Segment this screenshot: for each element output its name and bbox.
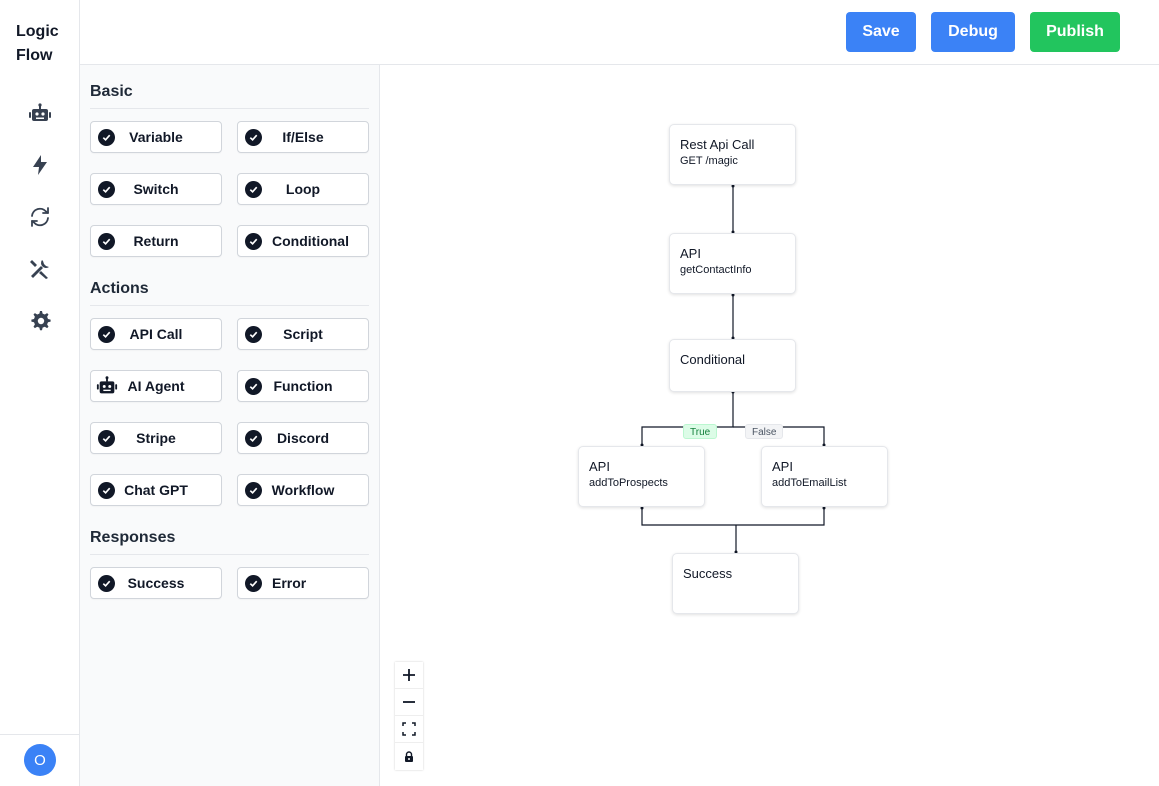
- palette-item-variable[interactable]: Variable: [90, 121, 222, 153]
- palette-item-label: Script: [283, 326, 323, 342]
- node-title: Conditional: [680, 352, 746, 367]
- check-circle-icon: [245, 430, 262, 447]
- node-subtitle: getContactInfo: [680, 264, 752, 276]
- left-rail: Logic Flow O: [0, 0, 80, 786]
- tools-icon[interactable]: [26, 255, 54, 283]
- edge-label-false: False: [745, 424, 784, 439]
- flow-node-success[interactable]: Success: [672, 553, 799, 614]
- check-circle-icon: [245, 482, 262, 499]
- palette-item-label: If/Else: [282, 129, 324, 145]
- palette-item-chat-gpt[interactable]: Chat GPT: [90, 474, 222, 506]
- node-title: API: [589, 459, 610, 474]
- debug-button[interactable]: Debug: [931, 12, 1015, 52]
- palette-item-switch[interactable]: Switch: [90, 173, 222, 205]
- palette-item-return[interactable]: Return: [90, 225, 222, 257]
- flow-canvas[interactable]: True False Rest Api Call GET /magic API …: [381, 66, 1159, 786]
- flow-node-add-to-prospects[interactable]: API addToProspects: [578, 446, 705, 507]
- palette-item-label: Discord: [276, 430, 330, 446]
- palette-item-label: Workflow: [271, 482, 335, 498]
- publish-button[interactable]: Publish: [1030, 12, 1120, 52]
- palette-item-function[interactable]: Function: [237, 370, 369, 402]
- palette-item-error[interactable]: Error: [237, 567, 369, 599]
- flow-node-get-contact-info[interactable]: API getContactInfo: [669, 233, 796, 294]
- palette-item-success[interactable]: Success: [90, 567, 222, 599]
- divider: [90, 305, 369, 306]
- robot-icon: [96, 375, 118, 397]
- palette-item-workflow[interactable]: Workflow: [237, 474, 369, 506]
- node-subtitle: addToProspects: [589, 477, 668, 489]
- section-title-basic: Basic: [90, 83, 133, 100]
- divider: [90, 108, 369, 109]
- palette-item-label: Stripe: [136, 430, 176, 446]
- zoom-in-icon[interactable]: [395, 662, 423, 689]
- node-title: Rest Api Call: [680, 137, 755, 152]
- check-circle-icon: [98, 233, 115, 250]
- check-circle-icon: [98, 575, 115, 592]
- palette-item-conditional[interactable]: Conditional: [237, 225, 369, 257]
- check-circle-icon: [98, 129, 115, 146]
- flow-node-rest-api-call[interactable]: Rest Api Call GET /magic: [669, 124, 796, 185]
- save-button[interactable]: Save: [846, 12, 916, 52]
- zoom-controls: [395, 662, 423, 770]
- refresh-icon[interactable]: [26, 203, 54, 231]
- check-circle-icon: [98, 181, 115, 198]
- palette-item-script[interactable]: Script: [237, 318, 369, 350]
- palette-item-label: Function: [273, 378, 333, 394]
- zoom-out-icon[interactable]: [395, 689, 423, 716]
- top-toolbar: Save Debug Publish: [80, 0, 1159, 65]
- palette-item-if-else[interactable]: If/Else: [237, 121, 369, 153]
- node-subtitle: GET /magic: [680, 155, 738, 167]
- check-circle-icon: [245, 129, 262, 146]
- app-logo: Logic Flow: [16, 20, 59, 68]
- bolt-icon[interactable]: [26, 151, 54, 179]
- avatar[interactable]: O: [24, 744, 56, 776]
- palette-item-label: Variable: [129, 129, 183, 145]
- palette-item-label: Switch: [133, 181, 179, 197]
- app-title-line2: Flow: [16, 47, 53, 64]
- palette-item-label: Return: [133, 233, 179, 249]
- check-circle-icon: [245, 233, 262, 250]
- app-title-line1: Logic: [16, 23, 59, 40]
- check-circle-icon: [98, 326, 115, 343]
- palette-item-discord[interactable]: Discord: [237, 422, 369, 454]
- flow-node-conditional[interactable]: Conditional: [669, 339, 796, 392]
- robot-icon[interactable]: [26, 100, 54, 128]
- palette-item-label: Chat GPT: [124, 482, 188, 498]
- gear-icon[interactable]: [26, 307, 54, 335]
- divider: [90, 554, 369, 555]
- palette-item-label: Loop: [285, 181, 321, 197]
- palette-item-label: Success: [127, 575, 185, 591]
- check-circle-icon: [245, 181, 262, 198]
- node-title: API: [772, 459, 793, 474]
- node-palette: Basic Variable If/Else Switch Loop Retur…: [80, 65, 380, 786]
- node-title: API: [680, 246, 701, 261]
- fit-view-icon[interactable]: [395, 716, 423, 743]
- lock-icon[interactable]: [395, 743, 423, 770]
- palette-item-label: Conditional: [272, 233, 349, 249]
- rail-footer: O: [0, 734, 79, 786]
- check-circle-icon: [98, 482, 115, 499]
- check-circle-icon: [245, 575, 262, 592]
- node-subtitle: addToEmailList: [772, 477, 847, 489]
- check-circle-icon: [245, 378, 262, 395]
- section-title-actions: Actions: [90, 280, 149, 297]
- palette-item-stripe[interactable]: Stripe: [90, 422, 222, 454]
- palette-item-label: API Call: [129, 326, 183, 342]
- palette-item-loop[interactable]: Loop: [237, 173, 369, 205]
- palette-item-label: AI Agent: [127, 378, 185, 394]
- palette-item-api-call[interactable]: API Call: [90, 318, 222, 350]
- check-circle-icon: [245, 326, 262, 343]
- section-title-responses: Responses: [90, 529, 176, 546]
- edge-prospects-to-success: [641, 508, 825, 526]
- flow-node-add-to-email-list[interactable]: API addToEmailList: [761, 446, 888, 507]
- edge-label-true: True: [683, 424, 718, 439]
- node-title: Success: [683, 566, 733, 581]
- palette-item-label: Error: [272, 575, 307, 591]
- check-circle-icon: [98, 430, 115, 447]
- palette-item-ai-agent[interactable]: AI Agent: [90, 370, 222, 402]
